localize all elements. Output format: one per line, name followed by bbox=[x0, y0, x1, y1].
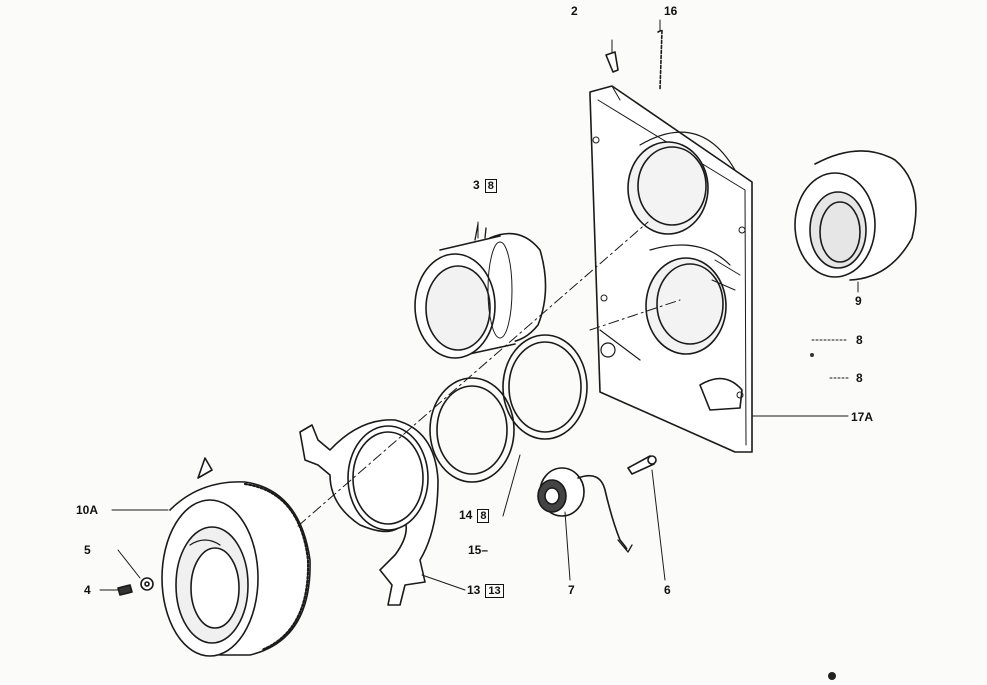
screw-4-washer-5 bbox=[117, 577, 154, 596]
callout-number: 15 bbox=[468, 543, 482, 557]
screw-6 bbox=[627, 455, 657, 475]
callout-16: 16 bbox=[664, 4, 677, 18]
callout-number: 16 bbox=[664, 4, 678, 18]
screw-16 bbox=[657, 29, 663, 91]
ring-15 bbox=[502, 334, 588, 440]
callout-number: 17A bbox=[851, 410, 874, 424]
callout-number: 13 bbox=[467, 583, 481, 597]
lens-barrel-3 bbox=[414, 223, 547, 359]
callout-number: 3 bbox=[473, 178, 480, 192]
callout-ref-box: 13 bbox=[485, 584, 504, 598]
callout-number: 7 bbox=[568, 583, 575, 597]
callout-7: 7 bbox=[568, 583, 575, 597]
callout-number: 4 bbox=[84, 583, 91, 597]
callout-number: 9 bbox=[855, 294, 862, 308]
callout-ref-box: 8 bbox=[484, 179, 497, 193]
lens-ring-10a bbox=[161, 457, 311, 657]
screw-2 bbox=[605, 51, 619, 73]
callout-number: 14 bbox=[459, 508, 473, 522]
ring-14 bbox=[429, 377, 515, 483]
callout-8-upper: 8 bbox=[856, 333, 863, 347]
callout-number: 10A bbox=[76, 503, 99, 517]
leader-lines bbox=[99, 19, 859, 591]
callout-9: 9 bbox=[855, 294, 862, 308]
callout-13: 13 13 bbox=[467, 583, 504, 598]
callout-number: 5 bbox=[84, 543, 91, 557]
callout-4: 4 bbox=[84, 583, 91, 597]
mounting-plate-17a bbox=[589, 85, 753, 453]
ring-9 bbox=[794, 150, 917, 281]
callout-17a: 17A bbox=[851, 410, 873, 424]
callout-8-lower: 8 bbox=[856, 371, 863, 385]
callout-15: 15– bbox=[468, 543, 489, 557]
callout-number: 2 bbox=[571, 4, 578, 18]
callout-5: 5 bbox=[84, 543, 91, 557]
callout-number: 6 bbox=[664, 583, 671, 597]
callout-ref-box: 8 bbox=[477, 509, 490, 523]
knob-7 bbox=[537, 467, 633, 553]
bracket-13 bbox=[299, 419, 439, 606]
callout-2: 2 bbox=[571, 4, 578, 18]
callout-14: 14 8 bbox=[459, 508, 490, 523]
callout-10a: 10A bbox=[76, 503, 98, 517]
callout-6: 6 bbox=[664, 583, 671, 597]
callout-number: 8 bbox=[856, 371, 863, 385]
optical-axis bbox=[297, 221, 681, 527]
callout-number: 8 bbox=[856, 333, 863, 347]
